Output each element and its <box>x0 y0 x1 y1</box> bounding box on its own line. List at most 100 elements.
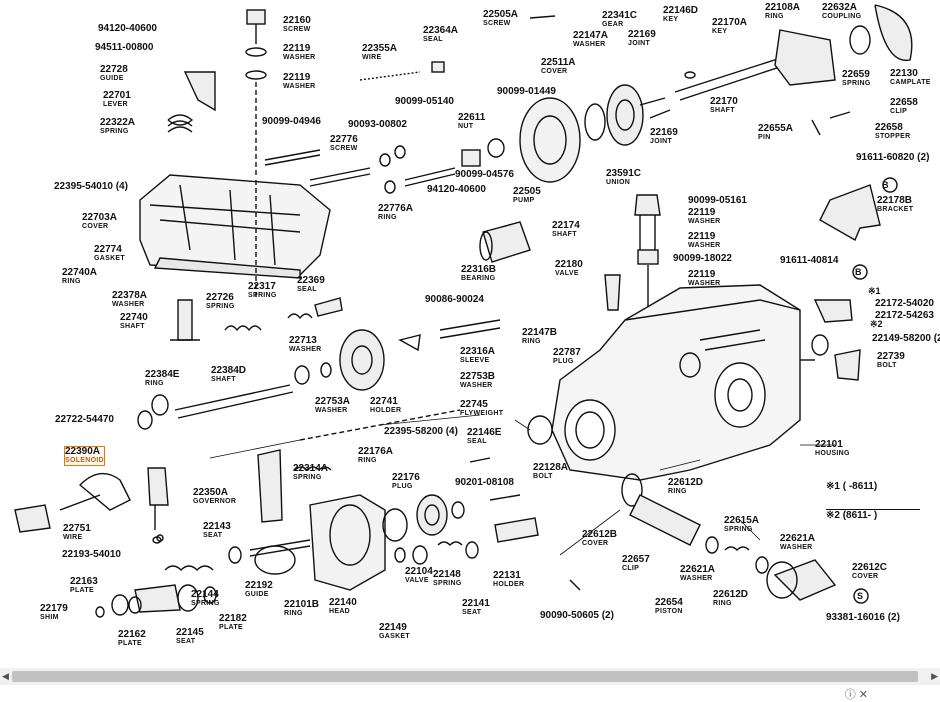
part-name: WASHER <box>680 575 713 582</box>
part-number: 22170 <box>710 96 738 107</box>
part-number: 22119 <box>688 231 716 242</box>
ad-info-close-icon[interactable]: ⓘ ✕ <box>844 689 868 701</box>
part-label: 90099-05161 <box>688 196 747 206</box>
part-number: 22378A <box>112 290 148 301</box>
part-number: 22143 <box>203 521 231 532</box>
part-name: CAMPLATE <box>890 79 931 86</box>
circle-s: S <box>857 591 864 601</box>
part-name: WASHER <box>688 218 721 225</box>
part-number: 22176 <box>392 472 420 483</box>
part-number: 22612D <box>668 477 704 488</box>
part-number: 22621A <box>780 533 816 544</box>
scroll-left-icon[interactable]: ◀ <box>2 671 9 681</box>
part-name: SEAL <box>423 36 443 43</box>
part-label: 94120-40600 <box>427 185 486 195</box>
part-label: 22395-54010 (4) <box>54 182 128 192</box>
part-number: 22395-58200 (4) <box>384 426 458 437</box>
part-number: 22659 <box>842 69 870 80</box>
part-number: 22713 <box>289 335 317 346</box>
part-number: 22172-54020 <box>875 298 934 309</box>
part-name: HOLDER <box>370 407 402 414</box>
part-number: 22144 <box>191 589 219 600</box>
part-name: SPRING <box>842 80 871 87</box>
part-name: SCREW <box>483 20 511 27</box>
circle-b-mid: B <box>855 267 862 277</box>
part-number: 90093-00802 <box>348 119 407 130</box>
part-name: WIRE <box>63 534 83 541</box>
part-number: 22655A <box>758 123 794 134</box>
part-label: 91611-60820 (2) <box>856 153 929 163</box>
part-number: 22621A <box>680 564 716 575</box>
part-number: 22169 <box>628 29 656 40</box>
scroll-thumb[interactable] <box>12 671 918 682</box>
part-name: SEAT <box>203 532 223 539</box>
part-number: 22193-54010 <box>62 549 121 560</box>
part-name: PUMP <box>513 197 535 204</box>
part-name: SEAL <box>467 438 487 445</box>
part-number: 94120-40600 <box>427 184 486 195</box>
part-number: 22740A <box>62 267 98 278</box>
part-number: 22355A <box>362 43 398 54</box>
part-label: 22172-54263 <box>875 311 934 321</box>
head-assembly <box>95 494 408 618</box>
mark-1: ※1 <box>868 286 881 296</box>
part-number: 22611 <box>458 112 486 123</box>
horizontal-scrollbar[interactable]: ◀ ▶ <box>0 668 940 685</box>
part-number: 22612B <box>582 529 618 540</box>
part-number: 90090-50605 (2) <box>540 610 614 621</box>
part-number: 90099-04946 <box>262 116 321 127</box>
part-number: 22615A <box>724 515 760 526</box>
housing <box>551 284 815 481</box>
part-number: 22149 <box>379 622 407 633</box>
part-name: PISTON <box>655 608 683 615</box>
part-number: 22316A <box>460 346 496 357</box>
part-number: 22101 <box>815 439 843 450</box>
drive-shaft <box>674 4 913 136</box>
part-name: WASHER <box>688 280 721 287</box>
flyweight-holder <box>294 319 501 391</box>
part-number: 22169 <box>650 127 678 138</box>
part-name: WASHER <box>460 382 493 389</box>
part-number: 22179 <box>40 603 68 614</box>
scroll-right-icon[interactable]: ▶ <box>931 671 938 681</box>
part-name: GEAR <box>602 21 624 28</box>
part-label: 90086-90024 <box>425 295 484 305</box>
part-number: 22149-58200 (2) <box>872 333 940 344</box>
part-name: BRACKET <box>877 206 914 213</box>
part-name: RING <box>522 338 541 345</box>
part-name: SEAT <box>176 638 196 645</box>
part-number: 23591C <box>606 168 642 179</box>
part-name: WASHER <box>283 83 316 90</box>
part-number: 22722-54470 <box>55 414 114 425</box>
part-number: 22178B <box>877 195 913 206</box>
part-name: HEAD <box>329 608 351 615</box>
part-label: 90090-50605 (2) <box>540 611 614 621</box>
part-name: WASHER <box>283 54 316 61</box>
part-number: 22776 <box>330 134 358 145</box>
